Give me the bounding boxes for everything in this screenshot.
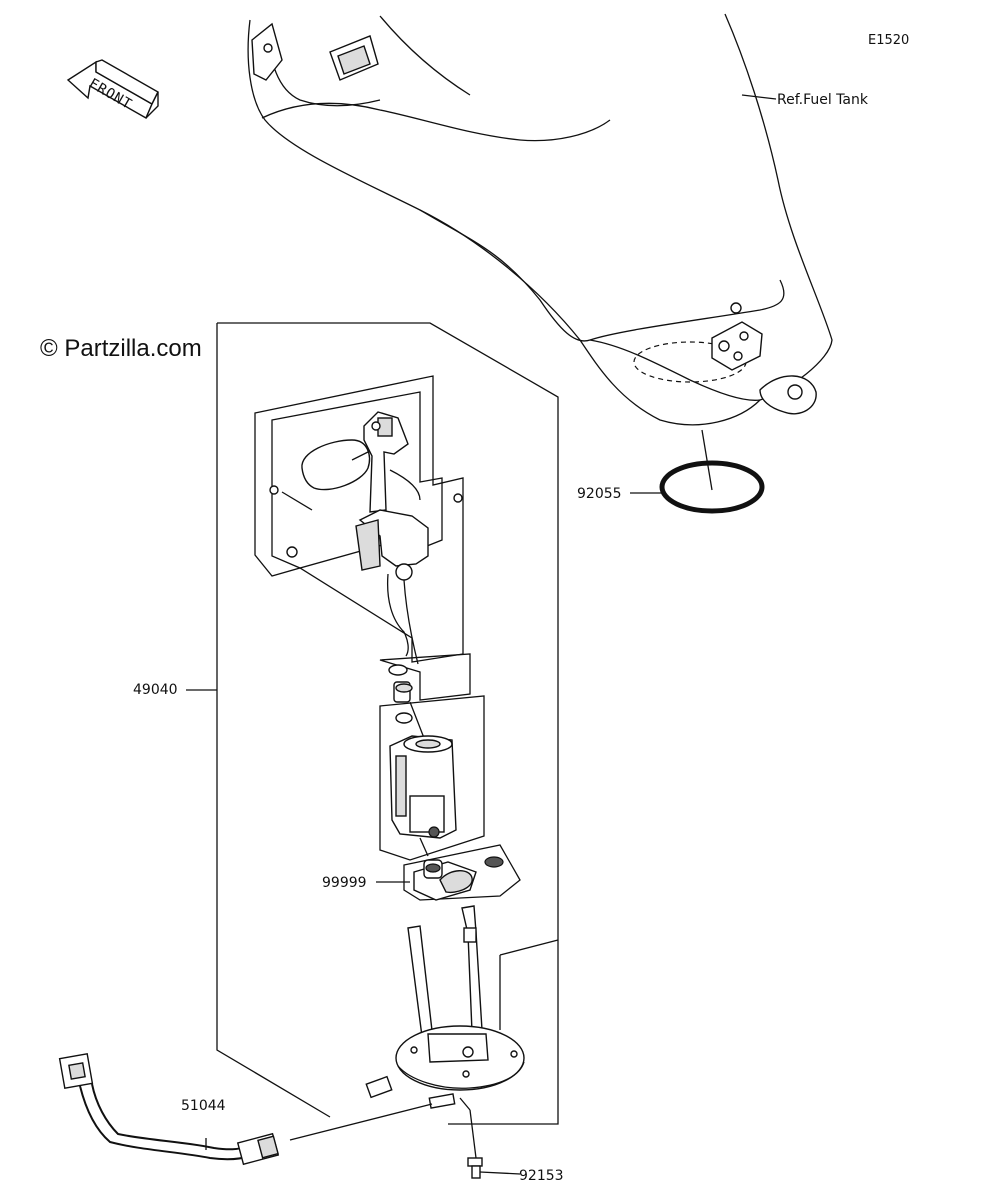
filter-99999 [376, 856, 504, 901]
reference-label: Ref.Fuel Tank [777, 92, 869, 108]
callout-99999: 99999 [322, 875, 367, 891]
watermark: © Partzilla.com [40, 335, 202, 362]
pump-small-parts [388, 664, 425, 739]
wire-harness-51044 [58, 1052, 433, 1166]
pump-upper-housing [355, 509, 429, 665]
callout-49040: 49040 [133, 682, 178, 698]
bolt-92153 [467, 1109, 521, 1179]
front-direction-arrow: FRONT [66, 59, 159, 119]
fuel-pump-body [389, 735, 457, 857]
pump-base-plate [365, 905, 559, 1111]
o-ring-92055 [630, 460, 765, 514]
diagram-code: E1520 [868, 33, 909, 48]
callout-92153: 92153 [519, 1168, 564, 1184]
callout-51044: 51044 [181, 1098, 226, 1114]
fuel-level-sender [269, 411, 463, 558]
pump-subassembly-frames [254, 375, 521, 901]
callout-92055: 92055 [577, 486, 622, 502]
fuel-tank-reference [247, 13, 833, 491]
fuel-pump-assembly-outline [186, 322, 559, 1125]
